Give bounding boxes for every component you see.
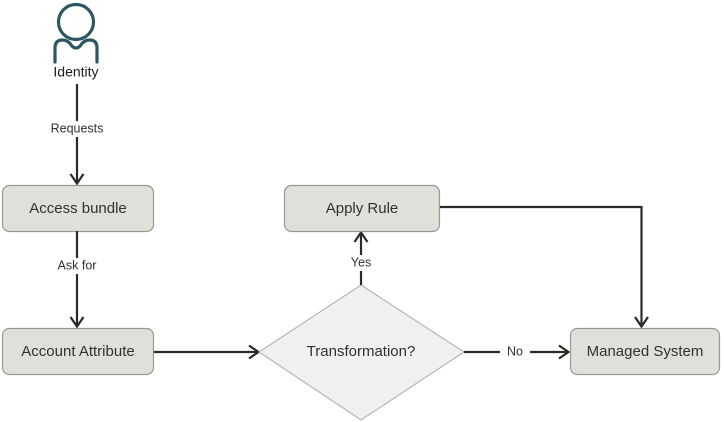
edge-label-yes: Yes [351,255,371,269]
actor-identity[interactable]: Identity [53,2,99,80]
node-access-bundle[interactable]: Access bundle [1,184,155,233]
node-transformation[interactable]: Transformation? [258,284,466,421]
node-managed-system-label: Managed System [587,343,704,360]
node-managed-system[interactable]: Managed System [569,327,721,376]
edge-apply-rule-to-managed-system [440,205,649,329]
edge-label-backdrop [500,344,530,360]
node-apply-rule[interactable]: Apply Rule [283,184,441,233]
person-icon [53,2,99,64]
node-account-attribute[interactable]: Account Attribute [1,327,155,376]
edge-label-ask-for: Ask for [58,258,97,272]
arrow-head-icon [353,230,369,243]
edge-access-bundle-to-account-attribute: Ask for [48,231,106,329]
node-transformation-label: Transformation? [307,343,416,360]
edge-label-backdrop [346,255,377,271]
edge-transformation-to-managed-system: No [464,344,571,360]
node-apply-rule-label: Apply Rule [326,200,399,217]
edge-label-requests: Requests [51,121,104,135]
edge-identity-to-access-bundle: Requests [45,84,108,186]
arrow-head-icon [634,316,649,329]
node-account-attribute-label: Account Attribute [21,343,134,360]
edge-account-attribute-to-transformation [154,344,261,360]
edge-label-no: No [507,344,523,358]
edge-transformation-to-apply-rule: Yes [346,230,377,285]
node-account-attribute-shape [1,327,155,376]
node-access-bundle-label: Access bundle [29,200,127,217]
actor-identity-label: Identity [53,64,98,80]
edge-label-backdrop [45,121,108,137]
node-apply-rule-shape [283,184,441,233]
arrow-head-icon [558,344,571,360]
node-managed-system-shape [569,327,721,376]
arrow-head-icon [69,173,85,186]
edge-label-backdrop [48,258,106,274]
node-transformation-shape [258,284,466,421]
edge-line [440,205,643,326]
arrow-head-icon [69,316,85,329]
